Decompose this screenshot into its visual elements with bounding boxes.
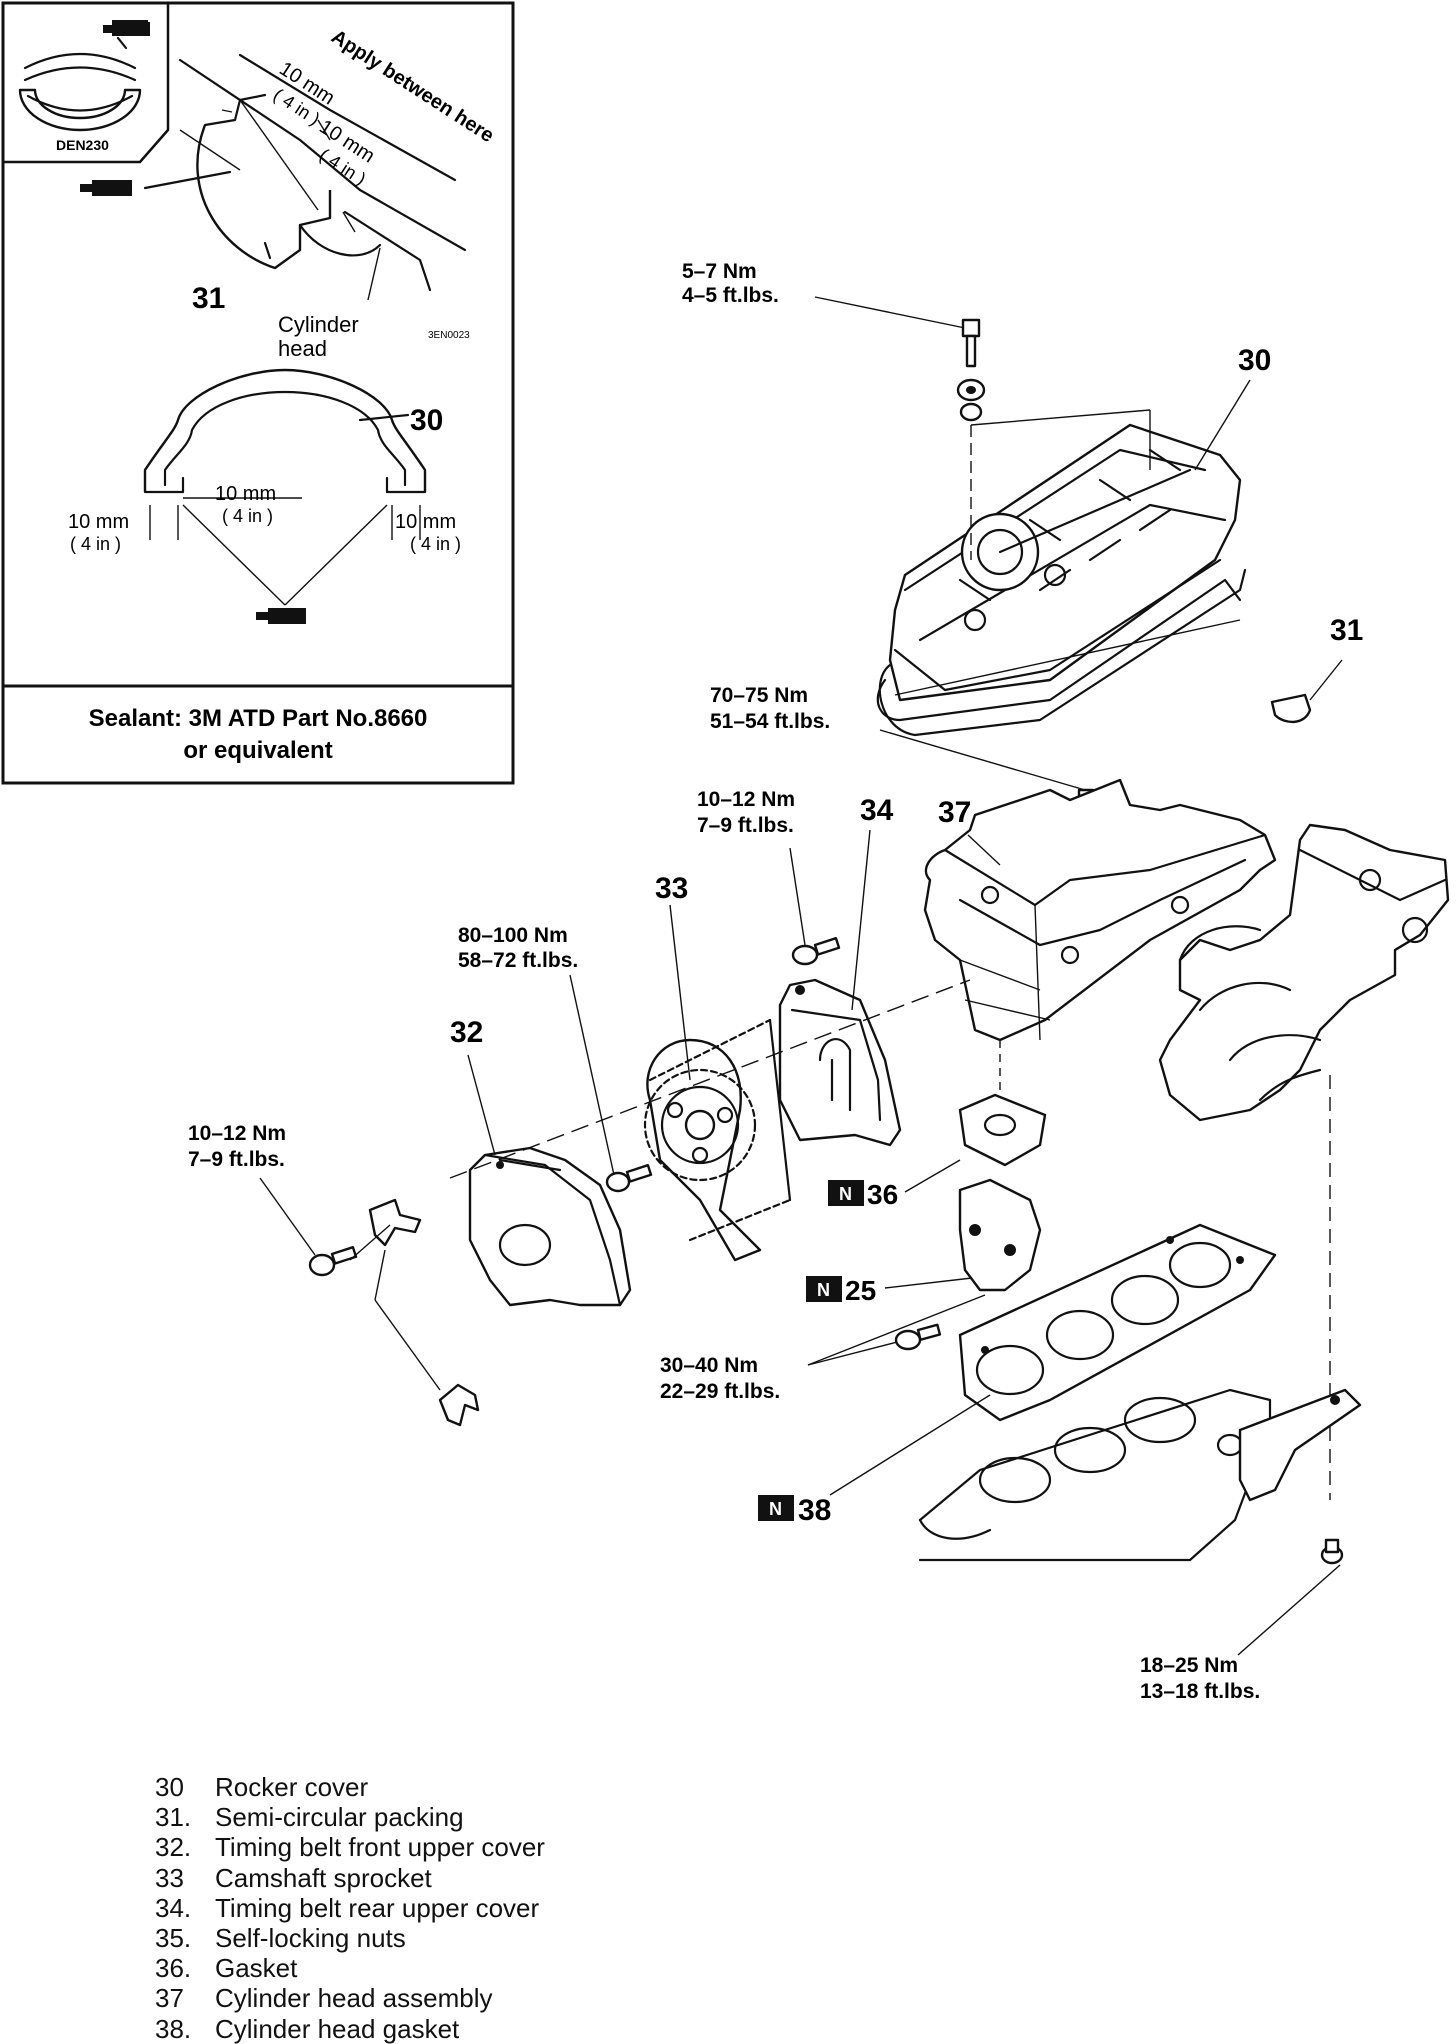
torque-rear-cover-nm: 10–12 Nm: [697, 788, 795, 811]
legend-text: Gasket: [215, 1953, 298, 1984]
arch-right-in: ( 4 in ): [410, 534, 461, 554]
legend-text: Rocker cover: [215, 1772, 369, 1802]
legend-item: 37 Cylinder head assembly: [155, 1983, 715, 2013]
new-badge-36-letter: N: [839, 1184, 852, 1204]
torque-rocker-bolt-ftlb: 4–5 ft.lbs.: [682, 284, 779, 307]
legend-item: 38. Cylinder head gasket: [155, 2014, 715, 2044]
torque-nuts-nm: 30–40 Nm: [660, 1354, 758, 1377]
legend-text: Camshaft sprocket: [215, 1862, 432, 1893]
legend-item: 31. Semi-circular packing: [155, 1802, 715, 1832]
new-badge-38-letter: N: [769, 1499, 782, 1519]
new-badge-25-letter: N: [817, 1280, 830, 1300]
torque-rear-cover-ftlb: 7–9 ft.lbs.: [697, 814, 794, 837]
sealant-spec-line-2: or equivalent: [183, 737, 332, 764]
torque-rocker-bolt-nm: 5–7 Nm: [682, 260, 757, 283]
legend-item: 30 Rocker cover: [155, 1772, 715, 1802]
rocker-cover-bolt: [814, 296, 1151, 560]
front-cover-bolt-and-clips: [259, 1177, 480, 1427]
callout-31: 31: [1330, 614, 1363, 647]
cylinder-head: [923, 778, 1277, 1042]
legend-item: 35. Self-locking nuts: [155, 1923, 715, 1953]
legend-number: 36.: [155, 1953, 192, 1984]
self-locking-nut: [894, 1323, 942, 1351]
cylinder-head-label-2: head: [278, 336, 327, 361]
torque-head-bolt-ftlb: 51–54 ft.lbs.: [710, 710, 830, 733]
legend-number: 30: [155, 1772, 184, 1802]
legend-text: Self-locking nuts: [215, 1923, 406, 1954]
arch-left-mm: 10 mm: [68, 511, 129, 533]
new-badge-36: [828, 1180, 864, 1206]
torque-bracket-nm: 18–25 Nm: [1140, 1654, 1238, 1677]
legend-number: 31.: [155, 1802, 192, 1833]
legend-number: 37: [155, 1983, 184, 2014]
callout-25: 25: [845, 1275, 876, 1306]
legend-item: 36. Gasket: [155, 1953, 715, 1983]
sprocket-bolt: [569, 974, 653, 1193]
legend-item: 32. Timing belt front upper cover: [155, 1832, 715, 1862]
ref-code-top: DEN230: [56, 137, 109, 153]
callout-30: 30: [1238, 344, 1271, 377]
legend-number: 32.: [155, 1832, 192, 1863]
engine-hanger-bracket: [1237, 1388, 1362, 1656]
inset-part-30: 30: [410, 404, 443, 437]
rear-cover-bolt: [789, 847, 841, 966]
torque-bracket-ftlb: 13–18 ft.lbs.: [1140, 1680, 1260, 1703]
sealant-spec-line-1: Sealant: 3M ATD Part No.8660: [89, 705, 428, 732]
camshaft-sprocket: [643, 1018, 792, 1262]
legend-text: Timing belt rear upper cover: [215, 1892, 540, 1923]
new-badge-25: [806, 1276, 842, 1302]
semi-circular-packing: [1270, 693, 1312, 724]
callout-36: 36: [867, 1179, 898, 1210]
callout-33: 33: [655, 872, 688, 905]
cylinder-head-label-1: Cylinder: [278, 312, 359, 337]
ref-code-bottom: 3EN0023: [428, 330, 470, 341]
arch-mid-in: ( 4 in ): [222, 506, 273, 526]
callout-34: 34: [860, 794, 894, 827]
legend-text: Cylinder head gasket: [215, 2013, 460, 2044]
rocker-gasket-arch-detail: [143, 368, 427, 624]
legend-number: 34.: [155, 1892, 192, 1923]
assembly-axis-line: [449, 979, 971, 1179]
torque-sprocket-nm: 80–100 Nm: [458, 924, 568, 947]
legend-number: 38.: [155, 2013, 192, 2044]
legend-number: 33: [155, 1862, 184, 1893]
arch-right-mm: 10 mm: [395, 511, 456, 533]
legend-text: Cylinder head assembly: [215, 1983, 493, 2014]
torque-front-cover-nm: 10–12 Nm: [188, 1122, 286, 1145]
legend-item: 33 Camshaft sprocket: [155, 1863, 715, 1893]
inset-part-31: 31: [192, 282, 225, 315]
callout-32: 32: [450, 1016, 483, 1049]
torque-sprocket-ftlb: 58–72 ft.lbs.: [458, 949, 578, 972]
torque-nuts-ftlb: 22–29 ft.lbs.: [660, 1380, 780, 1403]
timing-belt-front-upper-cover: [468, 1146, 632, 1307]
cylinder-head-gasket: [958, 1223, 1277, 1422]
packing-31-detail: [80, 20, 467, 301]
torque-head-bolt-nm: 70–75 Nm: [710, 684, 808, 707]
legend-item: 34. Timing belt rear upper cover: [155, 1893, 715, 1923]
callout-38: 38: [798, 1494, 831, 1527]
legend-number: 35.: [155, 1923, 192, 1954]
rocker-cover-gasket: [878, 568, 1247, 737]
torque-front-cover-ftlb: 7–9 ft.lbs.: [188, 1148, 285, 1171]
callout-37: 37: [938, 796, 971, 829]
outlet-gasket: [958, 1040, 1047, 1292]
legend-text: Semi-circular packing: [215, 1802, 464, 1833]
arch-mid-mm: 10 mm: [215, 483, 276, 505]
legend-text: Timing belt front upper cover: [215, 1832, 545, 1863]
new-badge-38: [758, 1495, 794, 1521]
timing-belt-rear-upper-cover: [778, 978, 902, 1147]
rocker-cover: [876, 423, 1242, 722]
arch-left-in: ( 4 in ): [70, 534, 121, 554]
intake-manifold: [1158, 823, 1450, 1500]
engine-block: [918, 1388, 1272, 1562]
